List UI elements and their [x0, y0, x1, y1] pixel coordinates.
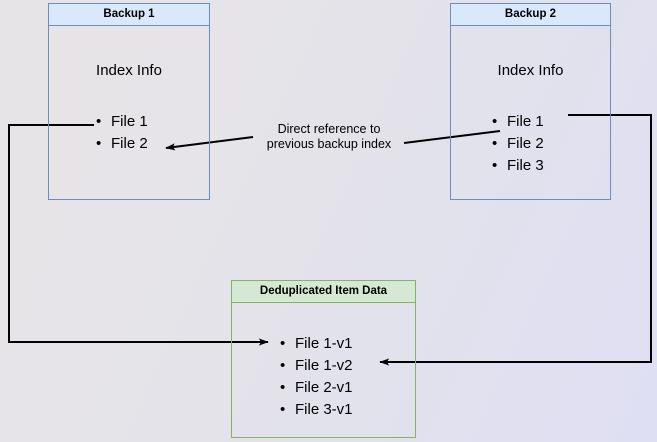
backup-1-file-list: File 1 File 2 [96, 111, 148, 155]
backup-2-file-list: File 1 File 2 File 3 [492, 111, 544, 177]
list-item: File 2 [492, 133, 544, 155]
list-item: File 1 [492, 111, 544, 133]
node-backup-2-body: Index Info File 1 File 2 File 3 [451, 26, 610, 199]
list-item: File 1 [96, 111, 148, 133]
list-item: File 2 [96, 133, 148, 155]
list-item: File 1-v1 [280, 333, 353, 355]
list-item: File 3-v1 [280, 399, 353, 421]
node-backup-1-header: Backup 1 [49, 4, 209, 26]
deduplicated-file-list: File 1-v1 File 1-v2 File 2-v1 File 3-v1 [280, 333, 353, 421]
list-item: File 3 [492, 155, 544, 177]
node-deduplicated-item-data-body: File 1-v1 File 1-v2 File 2-v1 File 3-v1 [232, 303, 415, 437]
node-deduplicated-item-data-header: Deduplicated Item Data [232, 281, 415, 303]
backup-1-index-info-label: Index Info [96, 62, 162, 79]
backup-2-index-info-label: Index Info [497, 62, 564, 79]
node-backup-2-header: Backup 2 [451, 4, 610, 26]
list-item: File 2-v1 [280, 377, 353, 399]
node-backup-2[interactable]: Backup 2 Index Info File 1 File 2 File 3 [450, 3, 611, 200]
node-backup-1[interactable]: Backup 1 Index Info File 1 File 2 [48, 3, 210, 200]
list-item: File 1-v2 [280, 355, 353, 377]
node-deduplicated-item-data[interactable]: Deduplicated Item Data File 1-v1 File 1-… [231, 280, 416, 438]
node-backup-1-body: Index Info File 1 File 2 [49, 26, 209, 199]
edge-label-direct-reference: Direct reference to previous backup inde… [266, 122, 392, 151]
